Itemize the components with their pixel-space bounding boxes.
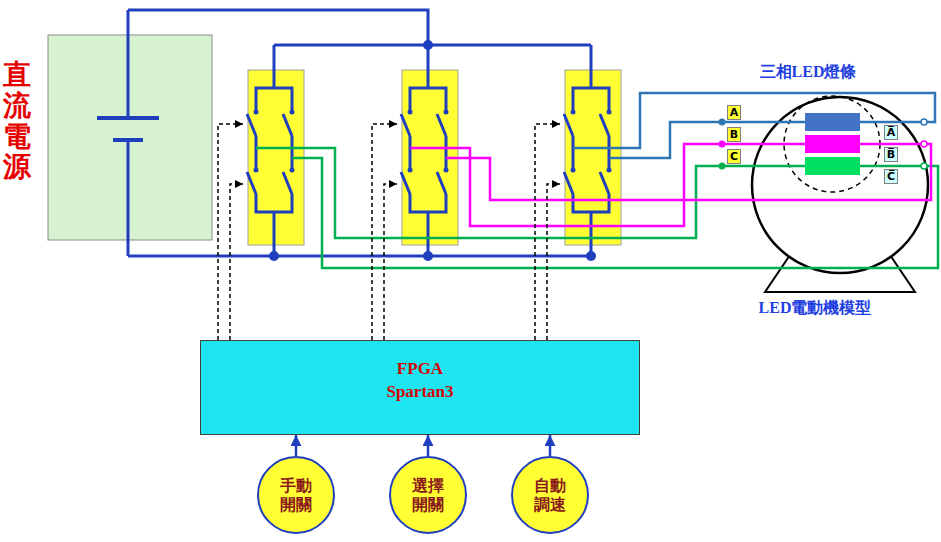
switch-label: 自動 調速 bbox=[532, 476, 569, 514]
led-bar bbox=[805, 157, 860, 175]
switch-contact bbox=[408, 110, 413, 115]
switch-label: 手動 開關 bbox=[278, 476, 315, 514]
fpga-label: Spartan3 bbox=[386, 381, 453, 404]
control-switch: 選擇 開關 bbox=[389, 456, 467, 534]
text-slot: LED電動機模型 bbox=[752, 298, 878, 317]
terminal-tag: C bbox=[727, 149, 741, 164]
switch-leg-wire bbox=[410, 45, 446, 256]
terminal-dot bbox=[921, 119, 927, 125]
text-slot: 直流電源 bbox=[3, 60, 31, 183]
switch-contact bbox=[571, 168, 576, 173]
control-arrow bbox=[549, 435, 552, 456]
control-switch: 自動 調速 bbox=[511, 456, 589, 534]
terminal-dot bbox=[719, 141, 726, 148]
text-slot: 三相LED燈條 bbox=[752, 62, 864, 81]
terminal-label: A̅ bbox=[887, 126, 896, 139]
terminal-label: C bbox=[730, 150, 738, 163]
motor-housing bbox=[752, 97, 928, 273]
supply-label: 直流電源 bbox=[3, 60, 31, 183]
led-bar bbox=[805, 113, 860, 131]
gate-signal-arrow bbox=[218, 124, 243, 340]
terminal-label: B bbox=[730, 128, 738, 141]
junction-dot bbox=[269, 251, 279, 261]
control-arrow bbox=[295, 435, 298, 456]
junction-dot bbox=[423, 40, 433, 50]
switch-contact bbox=[254, 168, 259, 173]
phase-wire bbox=[292, 158, 938, 268]
battery-plate bbox=[113, 138, 143, 142]
text-slot: FPGA bbox=[397, 358, 443, 381]
gate-signal-arrow bbox=[535, 124, 560, 340]
gate-signals bbox=[218, 124, 560, 340]
led-bar bbox=[805, 135, 860, 153]
fpga-label: FPGA bbox=[397, 358, 443, 381]
phase-wire bbox=[573, 93, 935, 148]
gate-signal-arrow bbox=[547, 184, 560, 340]
motor-model: 三相LED燈條LED電動機模型 bbox=[752, 97, 928, 273]
text-slot: 自動 調速 bbox=[532, 476, 569, 514]
gate-signal-arrow bbox=[384, 184, 397, 340]
control-switch: 手動 開關 bbox=[257, 456, 335, 534]
switch-contact bbox=[444, 168, 449, 173]
switch-contact bbox=[408, 168, 413, 173]
battery-plate bbox=[97, 116, 159, 120]
switch-contact bbox=[607, 110, 612, 115]
terminal-dot bbox=[921, 141, 927, 147]
gate-signal-arrow bbox=[372, 124, 397, 340]
terminal-label: A bbox=[730, 106, 739, 119]
gate-signal-arrow bbox=[230, 184, 243, 340]
terminal-tag: B̅ bbox=[884, 147, 898, 162]
motor-title: LED電動機模型 bbox=[759, 298, 872, 317]
terminal-tag: C̅ bbox=[884, 169, 898, 184]
switch-contacts bbox=[254, 40, 612, 261]
terminal-label: B̅ bbox=[887, 148, 895, 161]
terminal-tag: A bbox=[727, 105, 741, 120]
motor-title: 三相LED燈條 bbox=[760, 62, 857, 81]
text-slot: 手動 開關 bbox=[278, 476, 315, 514]
text-slot: 選擇 開關 bbox=[410, 476, 447, 514]
switch-contact bbox=[290, 110, 295, 115]
switch-contact bbox=[444, 110, 449, 115]
terminal-tag: A̅ bbox=[884, 125, 898, 140]
switch-contact bbox=[607, 168, 612, 173]
switch-label: 選擇 開關 bbox=[410, 476, 447, 514]
text-slot: Spartan3 bbox=[386, 381, 453, 404]
switch-contact bbox=[254, 110, 259, 115]
terminal-label: C̅ bbox=[887, 170, 895, 183]
phase-wire bbox=[410, 144, 722, 226]
switch-contact bbox=[571, 110, 576, 115]
junction-dot bbox=[586, 251, 596, 261]
junction-dot bbox=[423, 251, 433, 261]
switch-contact bbox=[290, 168, 295, 173]
fpga-box: FPGASpartan3 bbox=[200, 340, 640, 435]
switch-blade bbox=[247, 114, 609, 194]
dc-bus-wire bbox=[128, 10, 591, 256]
terminal-dot bbox=[719, 119, 726, 126]
power-supply-box: 直流電源 bbox=[48, 35, 212, 240]
terminal-dot bbox=[719, 163, 726, 170]
switch-leg-wire bbox=[573, 45, 609, 256]
phase-wire bbox=[609, 122, 722, 158]
control-arrow bbox=[427, 435, 430, 456]
power-supply-housing bbox=[48, 35, 212, 240]
terminal-dot bbox=[921, 163, 927, 169]
terminal-tag: B bbox=[727, 127, 741, 142]
switch-leg-wire bbox=[256, 45, 292, 256]
